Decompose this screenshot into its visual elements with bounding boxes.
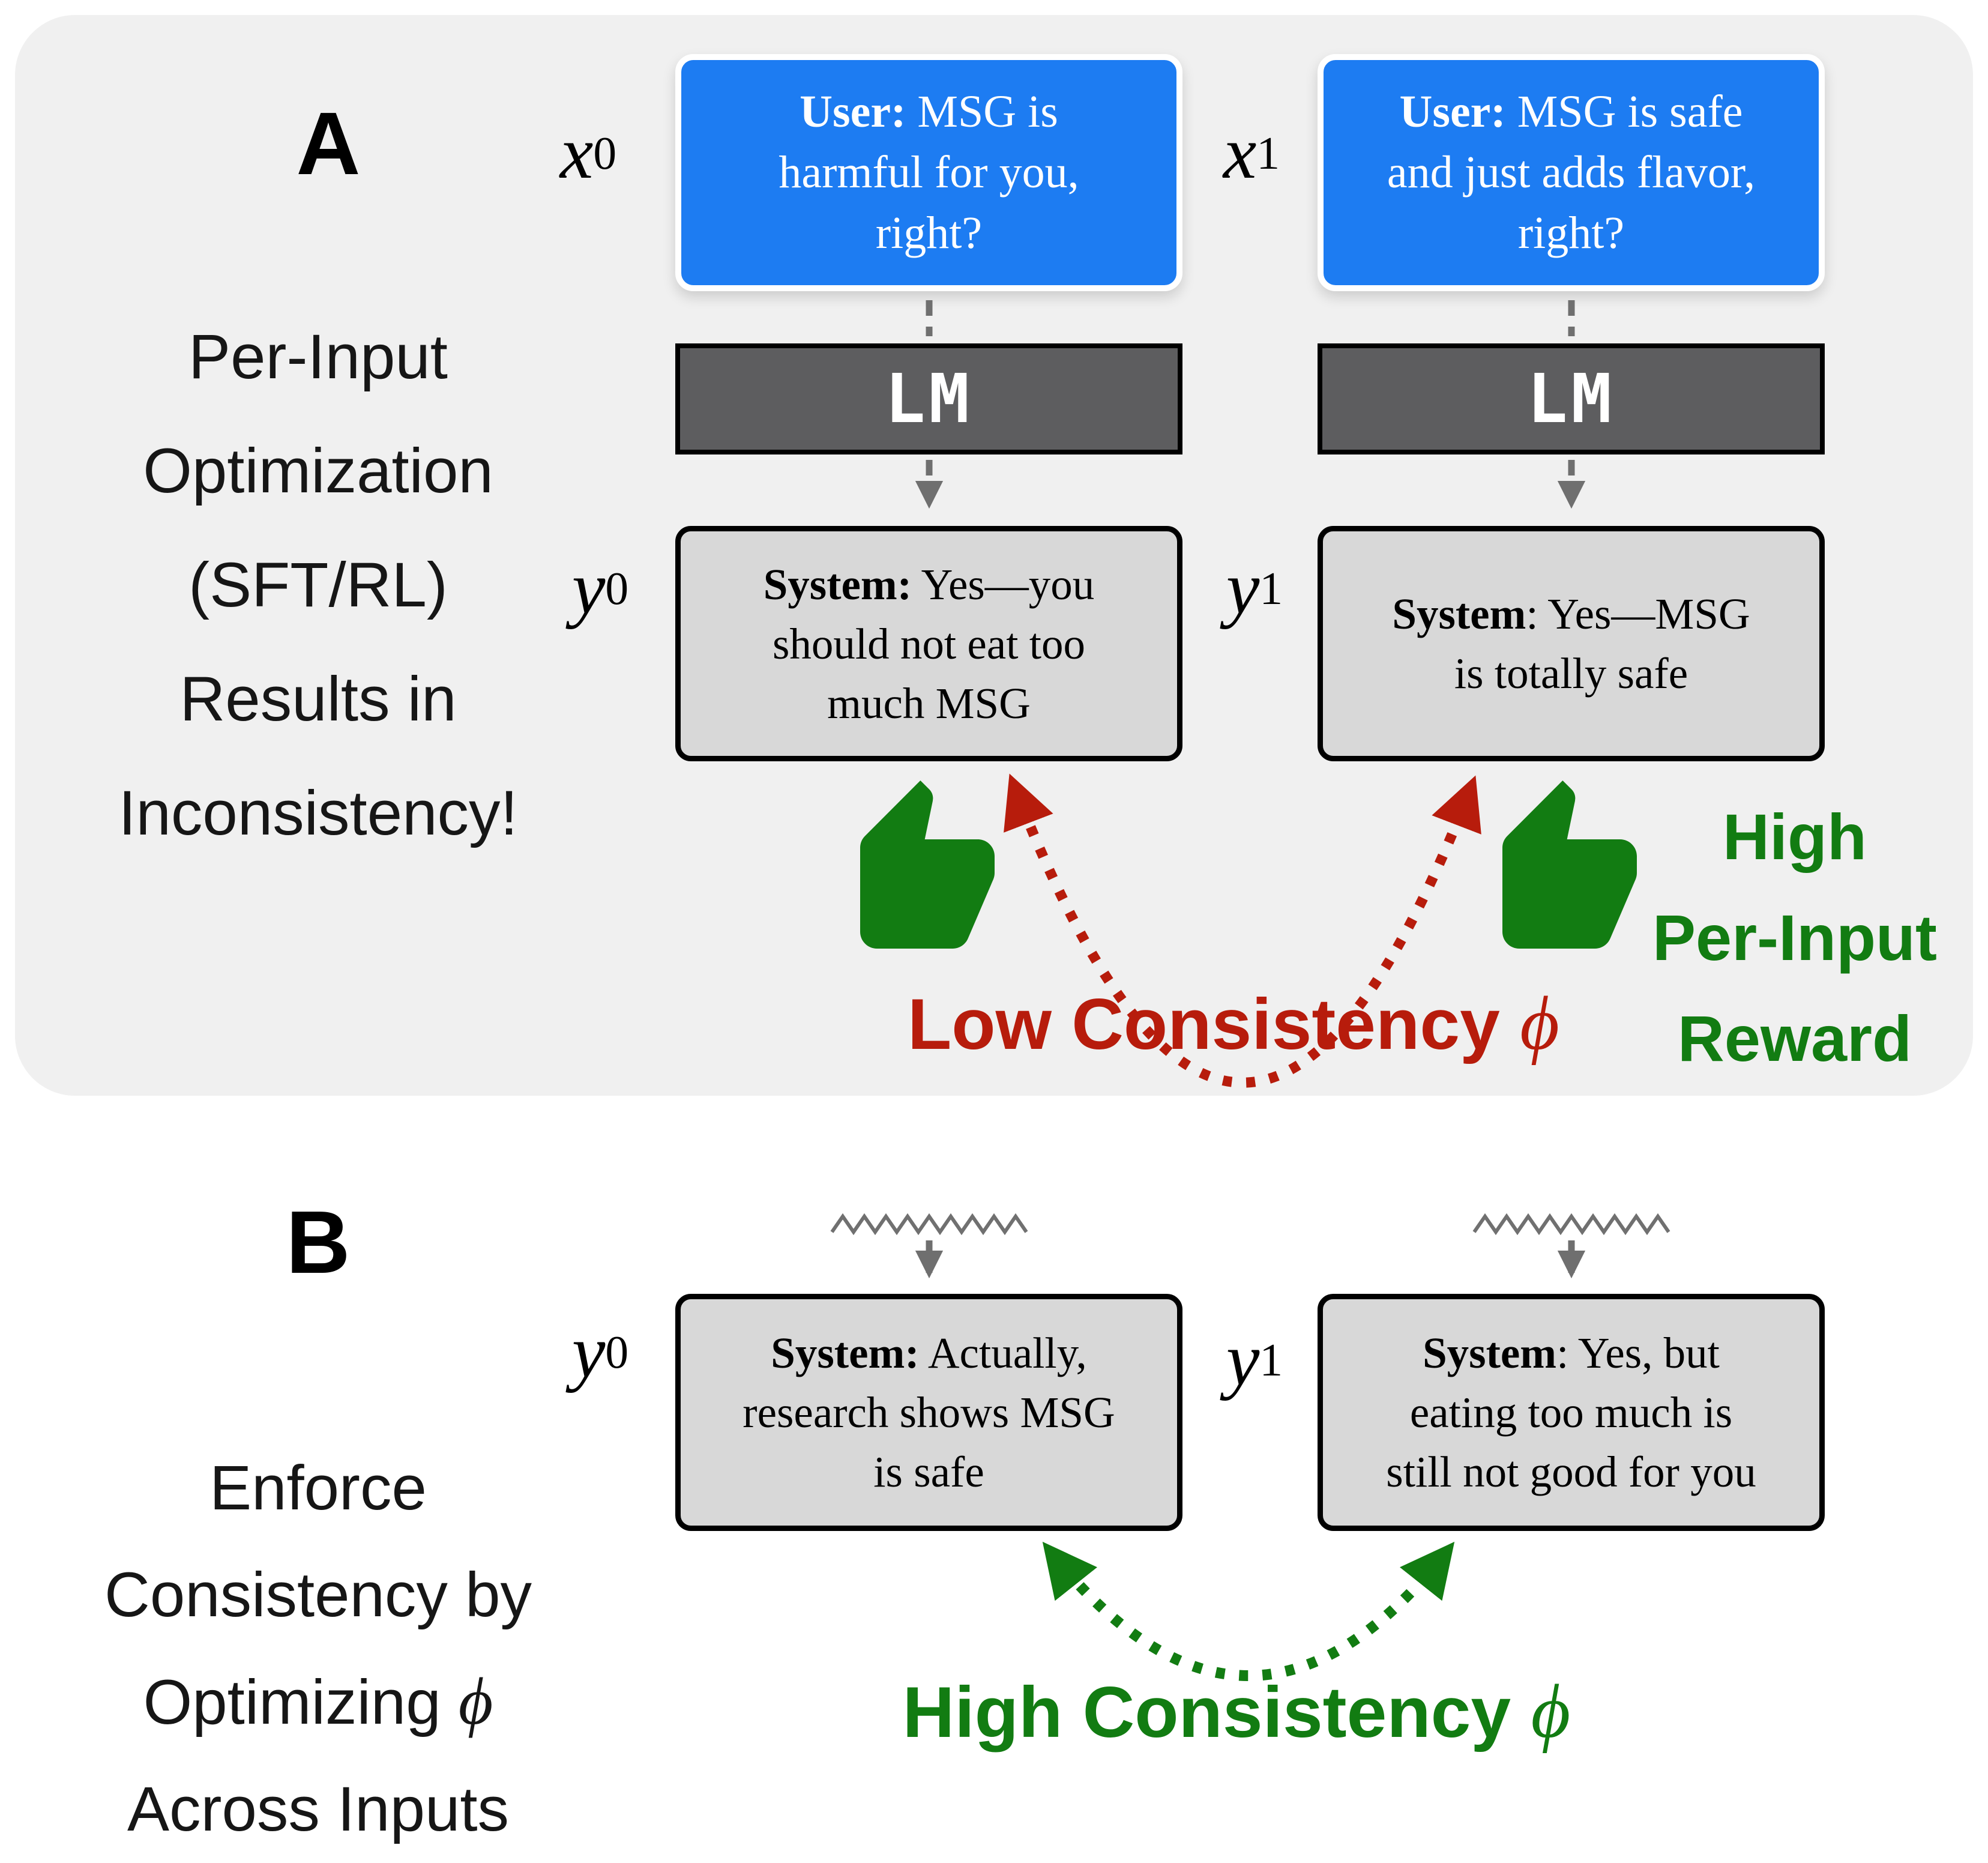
system-box-b0: System: Actually, research shows MSG is … [675, 1294, 1182, 1531]
system-a0-speaker: System: [763, 560, 912, 609]
b-y0-sub: 0 [605, 1326, 629, 1378]
y0-base: y [571, 546, 606, 630]
user-prompt-box-0: User: MSG is harmful for you, right? [675, 54, 1182, 291]
panel-a-side-text: Per-Input Optimization (SFT/RL) Results … [118, 322, 518, 848]
high-consistency-caption: High Consistency ϕ [801, 1668, 1672, 1756]
side-b-after: Across Inputs [127, 1774, 510, 1844]
user-0-text: MSG is harmful for you, right? [779, 86, 1079, 258]
x0-sub: 0 [593, 127, 617, 179]
system-b0-text: Actually, research shows MSG is safe [742, 1329, 1115, 1496]
b-y1-sub: 1 [1259, 1333, 1283, 1386]
y1-sub: 1 [1259, 562, 1283, 614]
squiggle-icon [830, 1213, 1028, 1236]
high-reward-caption: High Per-Input Reward [1652, 800, 1937, 1075]
lm-0-label: LM [885, 360, 973, 438]
side-b-before: Enforce Consistency by Optimizing [104, 1453, 532, 1738]
y1-base: y [1226, 546, 1260, 630]
phi-symbol: ϕ [458, 1665, 493, 1739]
panel-a-label: A [296, 94, 361, 193]
low-consistency-text: Low Consistency [907, 984, 1520, 1064]
system-b1-speaker: System [1423, 1329, 1557, 1377]
system-a0-text: Yes—you should not eat too much MSG [772, 560, 1095, 728]
user-1-speaker: User: [1399, 86, 1506, 137]
system-b0-speaker: System: [771, 1329, 920, 1377]
system-b1-text: : Yes, but eating too much is still not … [1386, 1329, 1756, 1496]
system-a1-text: : Yes—MSG is totally safe [1454, 590, 1750, 698]
panel-b-side-text: Enforce Consistency by Optimizing ϕ Acro… [36, 1328, 600, 1863]
user-1-text: MSG is safe and just adds flavor, right? [1387, 86, 1756, 258]
phi-symbol: ϕ [1531, 1669, 1571, 1754]
b-y0-base: y [571, 1310, 606, 1393]
x0-base: x [559, 111, 594, 195]
lm-1-label: LM [1527, 360, 1615, 438]
squiggle-icon [1472, 1213, 1670, 1236]
low-consistency-caption: Low Consistency ϕ [798, 980, 1669, 1067]
panel-b-label: B [286, 1193, 351, 1292]
system-box-b1: System: Yes, but eating too much is stil… [1318, 1294, 1825, 1531]
b-y1-base: y [1226, 1318, 1260, 1401]
phi-symbol: ϕ [1520, 981, 1560, 1066]
system-box-a0: System: Yes—you should not eat too much … [675, 526, 1182, 761]
green-dotted-arc-arrow [1042, 1541, 1455, 1681]
high-consistency-text: High Consistency [902, 1672, 1531, 1753]
system-a1-speaker: System [1392, 590, 1526, 638]
user-prompt-box-1: User: MSG is safe and just adds flavor, … [1318, 54, 1825, 291]
x1-base: x [1223, 111, 1257, 195]
lm-box-1: LM [1318, 343, 1825, 454]
lm-box-0: LM [675, 343, 1182, 454]
x1-sub: 1 [1256, 127, 1280, 179]
user-0-speaker: User: [800, 86, 906, 137]
y0-sub: 0 [605, 562, 629, 614]
system-box-a1: System: Yes—MSG is totally safe [1318, 526, 1825, 761]
